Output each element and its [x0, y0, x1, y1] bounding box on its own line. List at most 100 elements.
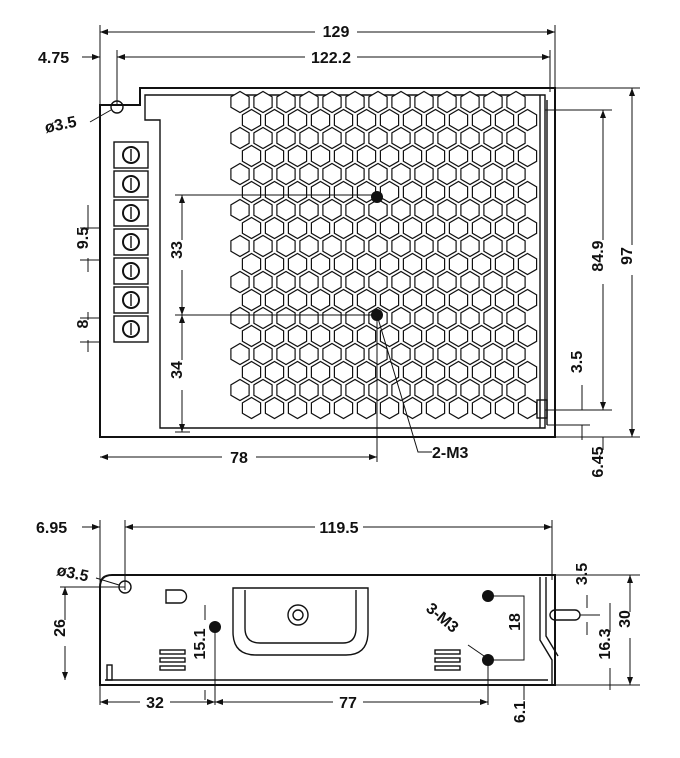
vent-hole: [253, 90, 273, 114]
vent-hole: [345, 198, 365, 222]
vent-hole: [322, 162, 342, 186]
vent-hole: [414, 306, 434, 330]
vent-hole: [333, 252, 354, 276]
vent-hole: [287, 144, 308, 168]
vent-hole: [471, 288, 492, 312]
vent-hole: [460, 378, 480, 402]
vent-hole: [471, 108, 492, 132]
dim-inner-height: 84.9: [590, 240, 607, 271]
dim-hole-from-left: 32: [146, 695, 164, 712]
vent-hole: [506, 306, 526, 330]
vent-hole: [241, 108, 262, 132]
vent-hole: [230, 126, 250, 150]
vent-hole: [494, 252, 515, 276]
vent-hole: [310, 360, 331, 384]
vent-hole: [437, 126, 457, 150]
vent-hole: [356, 144, 377, 168]
vent-hole: [414, 270, 434, 294]
vent-hole: [471, 324, 492, 348]
dim-side-hole-diameter: ø3.5: [55, 562, 90, 585]
dim-hole-offset: 4.75: [38, 50, 69, 67]
vent-hole: [402, 180, 423, 204]
vent-hole: [299, 90, 319, 114]
vent-hole: [322, 126, 342, 150]
vent-hole: [460, 90, 480, 114]
vent-hole: [402, 108, 423, 132]
vent-hole: [276, 342, 296, 366]
terminal: [113, 228, 149, 256]
vent-hole: [391, 162, 411, 186]
vent-hole: [253, 342, 273, 366]
vent-hole: [437, 198, 457, 222]
vent-hole: [425, 360, 446, 384]
vent-hole: [379, 396, 400, 420]
vent-hole: [460, 126, 480, 150]
terminal: [113, 141, 149, 169]
vent-hole: [264, 252, 285, 276]
voltage-adjust-pot: [287, 604, 309, 626]
vent-hole: [437, 90, 457, 114]
vent-hole: [425, 396, 446, 420]
vent-hole: [264, 360, 285, 384]
vent-hole: [448, 144, 469, 168]
terminal: [113, 170, 149, 198]
dim-hole-vertical-upper: 33: [169, 241, 186, 259]
vent-hole: [230, 162, 250, 186]
vent-hole: [391, 198, 411, 222]
vent-hole: [391, 234, 411, 258]
vent-hole: [264, 288, 285, 312]
vent-hole: [241, 252, 262, 276]
vent-hole: [253, 270, 273, 294]
vent-hole: [379, 144, 400, 168]
vent-hole: [241, 288, 262, 312]
vent-hole: [414, 198, 434, 222]
vent-hole: [379, 288, 400, 312]
vent-hole: [425, 216, 446, 240]
vent-hole: [230, 342, 250, 366]
dim-side-hole-offset: 6.95: [36, 520, 67, 537]
terminal: [113, 315, 149, 343]
terminal-screw-icon: [122, 175, 140, 193]
leader: [89, 109, 112, 123]
vent-hole: [230, 378, 250, 402]
vent-hole: [425, 180, 446, 204]
vent-hole: [287, 288, 308, 312]
vent-hole: [368, 126, 388, 150]
vent-hole: [264, 180, 285, 204]
vent-hole: [494, 216, 515, 240]
vent-hole: [310, 396, 331, 420]
vent-hole: [425, 252, 446, 276]
vent-hole: [437, 342, 457, 366]
vent-hole: [494, 180, 515, 204]
vent-hole: [494, 360, 515, 384]
dim-hole-vertical-lower: 34: [169, 361, 186, 379]
vent-hole: [333, 324, 354, 348]
dim-hole-spacing: 122.2: [311, 50, 351, 67]
vent-hole: [253, 162, 273, 186]
vent-hole: [391, 306, 411, 330]
vent-hole: [483, 198, 503, 222]
adjust-window: [232, 587, 369, 656]
dim-side-hole-spacing-77: 77: [339, 695, 357, 712]
vent-hole: [414, 342, 434, 366]
vent-hole: [391, 126, 411, 150]
terminal: [113, 199, 149, 227]
vent-hole: [460, 234, 480, 258]
dim-side-top-offset: 3.5: [574, 563, 591, 585]
vent-hole: [471, 216, 492, 240]
vent-hole: [287, 216, 308, 240]
vent-hole: [299, 234, 319, 258]
vent-hole: [322, 342, 342, 366]
vent-hole: [437, 306, 457, 330]
side-view: 6.95 119.5 ø3.5 26 15.1: [36, 518, 640, 723]
vent-hole: [483, 378, 503, 402]
vent-hole: [460, 342, 480, 366]
vent-hole: [448, 324, 469, 348]
vent-hole: [402, 360, 423, 384]
vent-hole: [368, 198, 388, 222]
vent-hole: [322, 270, 342, 294]
vent-hole: [414, 90, 434, 114]
vent-hole: [230, 90, 250, 114]
vent-hole: [368, 342, 388, 366]
